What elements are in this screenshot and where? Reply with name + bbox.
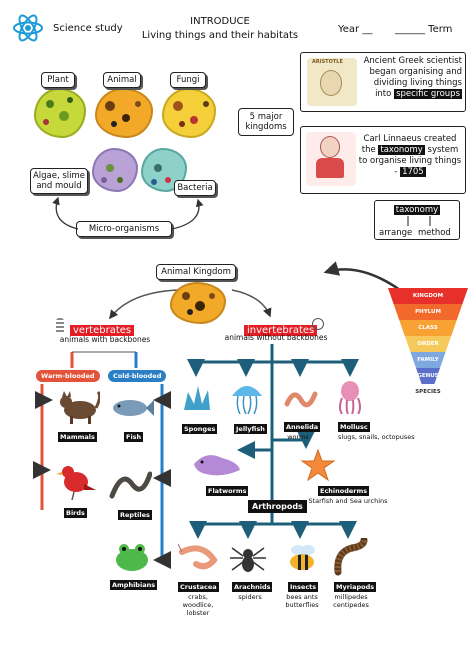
taxonomy-definition — [374, 200, 460, 240]
pyramid-band-class: CLASS — [399, 320, 457, 336]
snake-image — [108, 466, 153, 502]
taxonomy-word-text: taxonomy — [393, 205, 441, 215]
fish-label: Fish — [124, 432, 144, 442]
taxonomy-highlight: taxonomy — [378, 145, 425, 155]
aristotle-text: Ancient Greek scientist began organising… — [362, 56, 462, 100]
flatworms-label: Flatworms — [206, 486, 249, 496]
taxonomy-word: taxonomy — [390, 205, 444, 215]
cold-blooded-pill: Cold-blooded — [108, 370, 167, 382]
spine-icon — [56, 318, 64, 334]
sponges-label: Sponges — [182, 424, 218, 434]
vertebrates-highlight: vertebrates — [70, 325, 135, 336]
myriapods-sub: millipedes centipedes — [333, 593, 369, 609]
flatworm-image — [192, 448, 242, 478]
mollusc-label: Mollusc — [338, 422, 370, 432]
invertebrates-desc: animals without backbones — [224, 333, 328, 342]
taxonomy-part-method: method — [418, 228, 451, 238]
amphibians-label: Amphibians — [110, 580, 158, 590]
linnaeus-panel — [300, 126, 466, 194]
pyramid-band-order: ORDER — [404, 336, 452, 352]
birds-label: Birds — [64, 508, 87, 518]
specific-groups-highlight: specific groups — [394, 89, 462, 99]
arachnids-sub: spiders — [238, 593, 262, 601]
sponge-image — [180, 382, 214, 412]
aristotle-badge: ARISTOTLE — [312, 59, 343, 65]
myriapods-label: Myriapods — [334, 582, 377, 592]
linnaeus-text-pre: Carl Linnaeus created the — [361, 134, 457, 155]
animal-image — [95, 88, 153, 138]
reptiles-label: Reptiles — [118, 510, 152, 520]
linnaeus-text: Carl Linnaeus created the taxonomy syste… — [358, 134, 462, 178]
mammals-label: Mammals — [58, 432, 97, 442]
warm-blooded-pill: Warm-blooded — [36, 370, 100, 382]
jellyfish-label: Jellyfish — [234, 424, 267, 434]
spider-image — [230, 540, 266, 576]
annelida-sub: worms — [287, 433, 309, 441]
crustacea-label: Crustacea — [178, 582, 219, 592]
page-topic: Living things and their habitats — [141, 30, 299, 41]
pyramid-band-phylum: PHYLUM — [393, 304, 463, 320]
annelida-label: Annelida — [284, 422, 321, 432]
frog-image — [110, 540, 154, 574]
no-spine-icon — [312, 318, 324, 330]
pyramid-band-family: FAMILY — [410, 352, 446, 368]
mollusc-sub: slugs, snails, octopuses — [338, 433, 415, 441]
worm-image — [284, 384, 318, 412]
aristotle-panel — [300, 52, 466, 112]
animal-kingdom-label: Animal Kingdom — [156, 264, 236, 280]
invertebrates-highlight: invertebrates — [244, 325, 318, 336]
echinoderms-label: Echinoderms — [318, 486, 370, 496]
micro-organisms-label: Micro-organisms — [76, 221, 172, 237]
fungi-image — [162, 88, 216, 138]
page-heading: INTRODUCE — [190, 16, 250, 27]
pyramid-band-genus: GENUS — [416, 368, 440, 384]
insects-sub: bees ants butterflies — [285, 593, 319, 609]
linnaeus-coat-icon — [316, 158, 344, 178]
algae-label: Algae, slime and mould — [30, 168, 88, 194]
vertebrates-desc: animals with backbones — [59, 335, 151, 344]
starfish-image — [300, 448, 336, 482]
pyramid-band-species: SPECIES — [415, 389, 441, 395]
octopus-image — [334, 380, 366, 415]
linnaeus-head-icon — [320, 136, 340, 158]
arachnids-label: Arachnids — [232, 582, 273, 592]
bacteria-label: Bacteria — [174, 180, 216, 196]
year-field[interactable]: Year __ — [338, 24, 373, 35]
animal-kingdom-doodles — [182, 292, 215, 315]
taxonomy-pyramid: KINGDOM PHYLUM CLASS ORDER FAMILY GENUS … — [388, 288, 468, 400]
animal-label: Animal — [103, 72, 141, 88]
crustacea-sub: crabs, woodlice, lobster — [182, 593, 214, 617]
insects-label: Insects — [288, 582, 319, 592]
echinoderms-sub: Starfish and Sea urchins — [308, 497, 388, 505]
subject-label: Science study — [53, 23, 123, 34]
pyramid-band-kingdom: KINGDOM — [388, 288, 468, 304]
shrimp-image — [177, 542, 218, 574]
fungi-label: Fungi — [170, 72, 206, 88]
arthropods-label: Arthropods — [248, 500, 307, 513]
bee-image — [284, 542, 320, 574]
term-field[interactable]: ______ Term — [395, 24, 453, 35]
plant-label: Plant — [41, 72, 75, 88]
fish-image — [110, 394, 154, 422]
kingdoms-label: 5 major kingdoms — [238, 108, 294, 136]
organism-doodles — [43, 97, 209, 185]
aristotle-text-pre: Ancient Greek scientist began organising… — [363, 56, 462, 99]
invertebrates-label: invertebrates — [244, 318, 318, 337]
vertebrates-label: vertebrates — [70, 318, 135, 337]
taxonomy-part-arrange: arrange — [379, 228, 413, 238]
millipede-image — [332, 536, 368, 576]
linnaeus-text-mid: system to organise living things - — [358, 145, 462, 177]
aristotle-head-icon — [320, 70, 342, 96]
year-1705-highlight: 1705 — [400, 167, 426, 177]
jellyfish-image — [230, 380, 264, 415]
atom-logo-icon — [12, 12, 44, 44]
algae-image — [92, 148, 138, 192]
bird-image — [56, 460, 96, 501]
cat-image — [56, 388, 102, 424]
taxonomy-split-lines — [407, 216, 431, 226]
